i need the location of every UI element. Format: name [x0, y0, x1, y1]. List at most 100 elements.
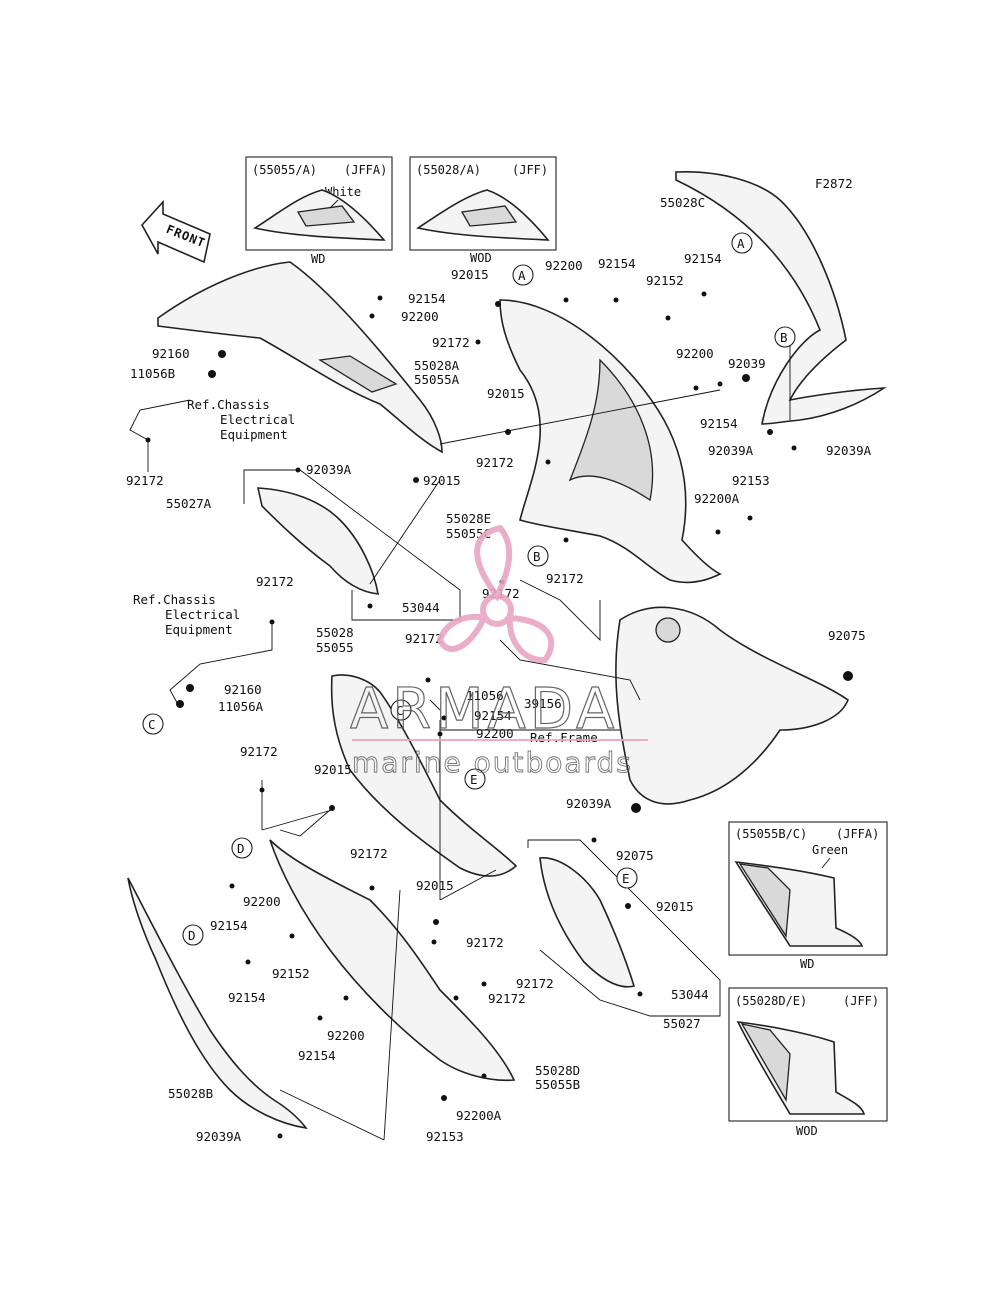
part-label: 53044 — [671, 987, 709, 1002]
lower-side-cowl — [330, 674, 518, 877]
svg-text:(JFF): (JFF) — [512, 163, 548, 177]
part-label: 92200 — [401, 309, 439, 324]
part-label: 55055B — [535, 1077, 580, 1092]
part-label: 92172 — [546, 571, 584, 586]
part-label: 92039A — [196, 1129, 242, 1144]
part-label: 11056 — [466, 688, 504, 703]
part-label: 92200A — [456, 1108, 502, 1123]
part-label: 39156 — [524, 696, 562, 711]
part-label: 92154 — [228, 990, 266, 1005]
diagram-code: F2872 — [815, 176, 853, 191]
part-label: 55027 — [663, 1016, 701, 1031]
callout-e-right: E — [616, 867, 638, 889]
belly-pan-upper — [269, 839, 516, 1082]
inset-55028d-e: (55028D/E) (JFF) WOD — [728, 987, 888, 1138]
callout-a-lower: A — [512, 264, 534, 286]
part-label: 92152 — [646, 273, 684, 288]
callout-c-mid: C — [390, 699, 412, 721]
part-label: 92172 — [488, 991, 526, 1006]
part-label: 53044 — [402, 600, 440, 615]
part-label: 55055 — [316, 640, 354, 655]
callout-e-mid: E — [464, 768, 486, 790]
svg-text:Equipment: Equipment — [220, 427, 288, 442]
part-label: 92172 — [516, 976, 554, 991]
leader-lines — [129, 330, 791, 1141]
part-label: 92015 — [451, 267, 489, 282]
part-label: 11056A — [218, 699, 264, 714]
svg-text:E: E — [470, 772, 478, 787]
frame-fairing — [615, 606, 849, 805]
part-label: 55028A — [414, 358, 460, 373]
svg-text:B: B — [533, 549, 541, 564]
inset-55028-a: (55028/A) (JFF) WOD — [409, 156, 557, 265]
watermark: ARMADA marine outboards — [349, 524, 648, 779]
part-label: 92039A — [826, 443, 872, 458]
inset-55055-a: (55055/A) (JFFA) White WD — [245, 156, 393, 266]
front-arrow-icon: FRONT — [141, 199, 211, 264]
ref-frame: Ref.Frame — [530, 730, 598, 745]
svg-text:C: C — [148, 717, 156, 732]
callout-a-upper: A — [731, 232, 753, 254]
svg-text:(JFF): (JFF) — [843, 994, 879, 1008]
ref-chassis-upper: Ref.Chassis Electrical Equipment — [187, 397, 295, 442]
part-label: 92015 — [416, 878, 454, 893]
svg-text:C: C — [396, 703, 404, 718]
part-label: 55028E — [446, 511, 491, 526]
part-label: 92200 — [676, 346, 714, 361]
part-label: 92154 — [684, 251, 722, 266]
part-label: 92200 — [545, 258, 583, 273]
part-label: 55055A — [414, 372, 460, 387]
part-label: 92172 — [256, 574, 294, 589]
part-label: 92039A — [708, 443, 754, 458]
inset-55055b-c: (55055B/C) (JFFA) Green WD — [728, 821, 888, 971]
part-label: 92154 — [474, 708, 512, 723]
inner-panel-55027 — [539, 857, 636, 988]
part-label: 92075 — [616, 848, 654, 863]
svg-text:(55028/A): (55028/A) — [416, 163, 481, 177]
svg-text:D: D — [188, 928, 196, 943]
part-label: 92039A — [306, 462, 352, 477]
svg-text:D: D — [237, 841, 245, 856]
svg-text:Equipment: Equipment — [165, 622, 233, 637]
part-label: 92154 — [700, 416, 738, 431]
part-label: 92172 — [432, 335, 470, 350]
part-label: 92172 — [405, 631, 443, 646]
svg-text:WOD: WOD — [796, 1124, 818, 1138]
part-label: 92172 — [350, 846, 388, 861]
svg-text:WOD: WOD — [470, 251, 492, 265]
part-label: 92154 — [210, 918, 248, 933]
part-label: 55028D — [535, 1063, 580, 1078]
svg-text:WD: WD — [311, 252, 325, 266]
svg-text:(JFFA): (JFFA) — [344, 163, 387, 177]
watermark-tagline: marine outboards — [352, 746, 633, 779]
part-label: 92160 — [224, 682, 262, 697]
part-label: 55028C — [660, 195, 705, 210]
part-label: 92015 — [423, 473, 461, 488]
svg-text:WD: WD — [800, 957, 814, 971]
part-label: 55028B — [168, 1086, 213, 1101]
part-label: 92154 — [408, 291, 446, 306]
callout-c-left: C — [142, 713, 164, 735]
belly-pan-lower — [127, 877, 308, 1130]
part-label: 92153 — [426, 1129, 464, 1144]
part-label: 92200A — [694, 491, 740, 506]
svg-text:(JFFA): (JFFA) — [836, 827, 879, 841]
svg-text:Ref.Chassis: Ref.Chassis — [133, 592, 216, 607]
watermark-logo-icon — [436, 524, 555, 664]
part-label: 92154 — [598, 256, 636, 271]
part-label: 92152 — [272, 966, 310, 981]
watermark-brand: ARMADA — [350, 677, 618, 742]
part-label: 92154 — [298, 1048, 336, 1063]
part-label: 92015 — [487, 386, 525, 401]
svg-text:Electrical: Electrical — [220, 412, 295, 427]
part-label: 92160 — [152, 346, 190, 361]
fastener-dots — [145, 291, 853, 1139]
callout-b-lower: B — [527, 545, 549, 567]
svg-text:(55055B/C): (55055B/C) — [735, 827, 807, 841]
svg-text:B: B — [780, 330, 788, 345]
part-label: 92172 — [476, 455, 514, 470]
part-label: 92015 — [656, 899, 694, 914]
svg-text:E: E — [622, 871, 630, 886]
part-label: 92200 — [327, 1028, 365, 1043]
